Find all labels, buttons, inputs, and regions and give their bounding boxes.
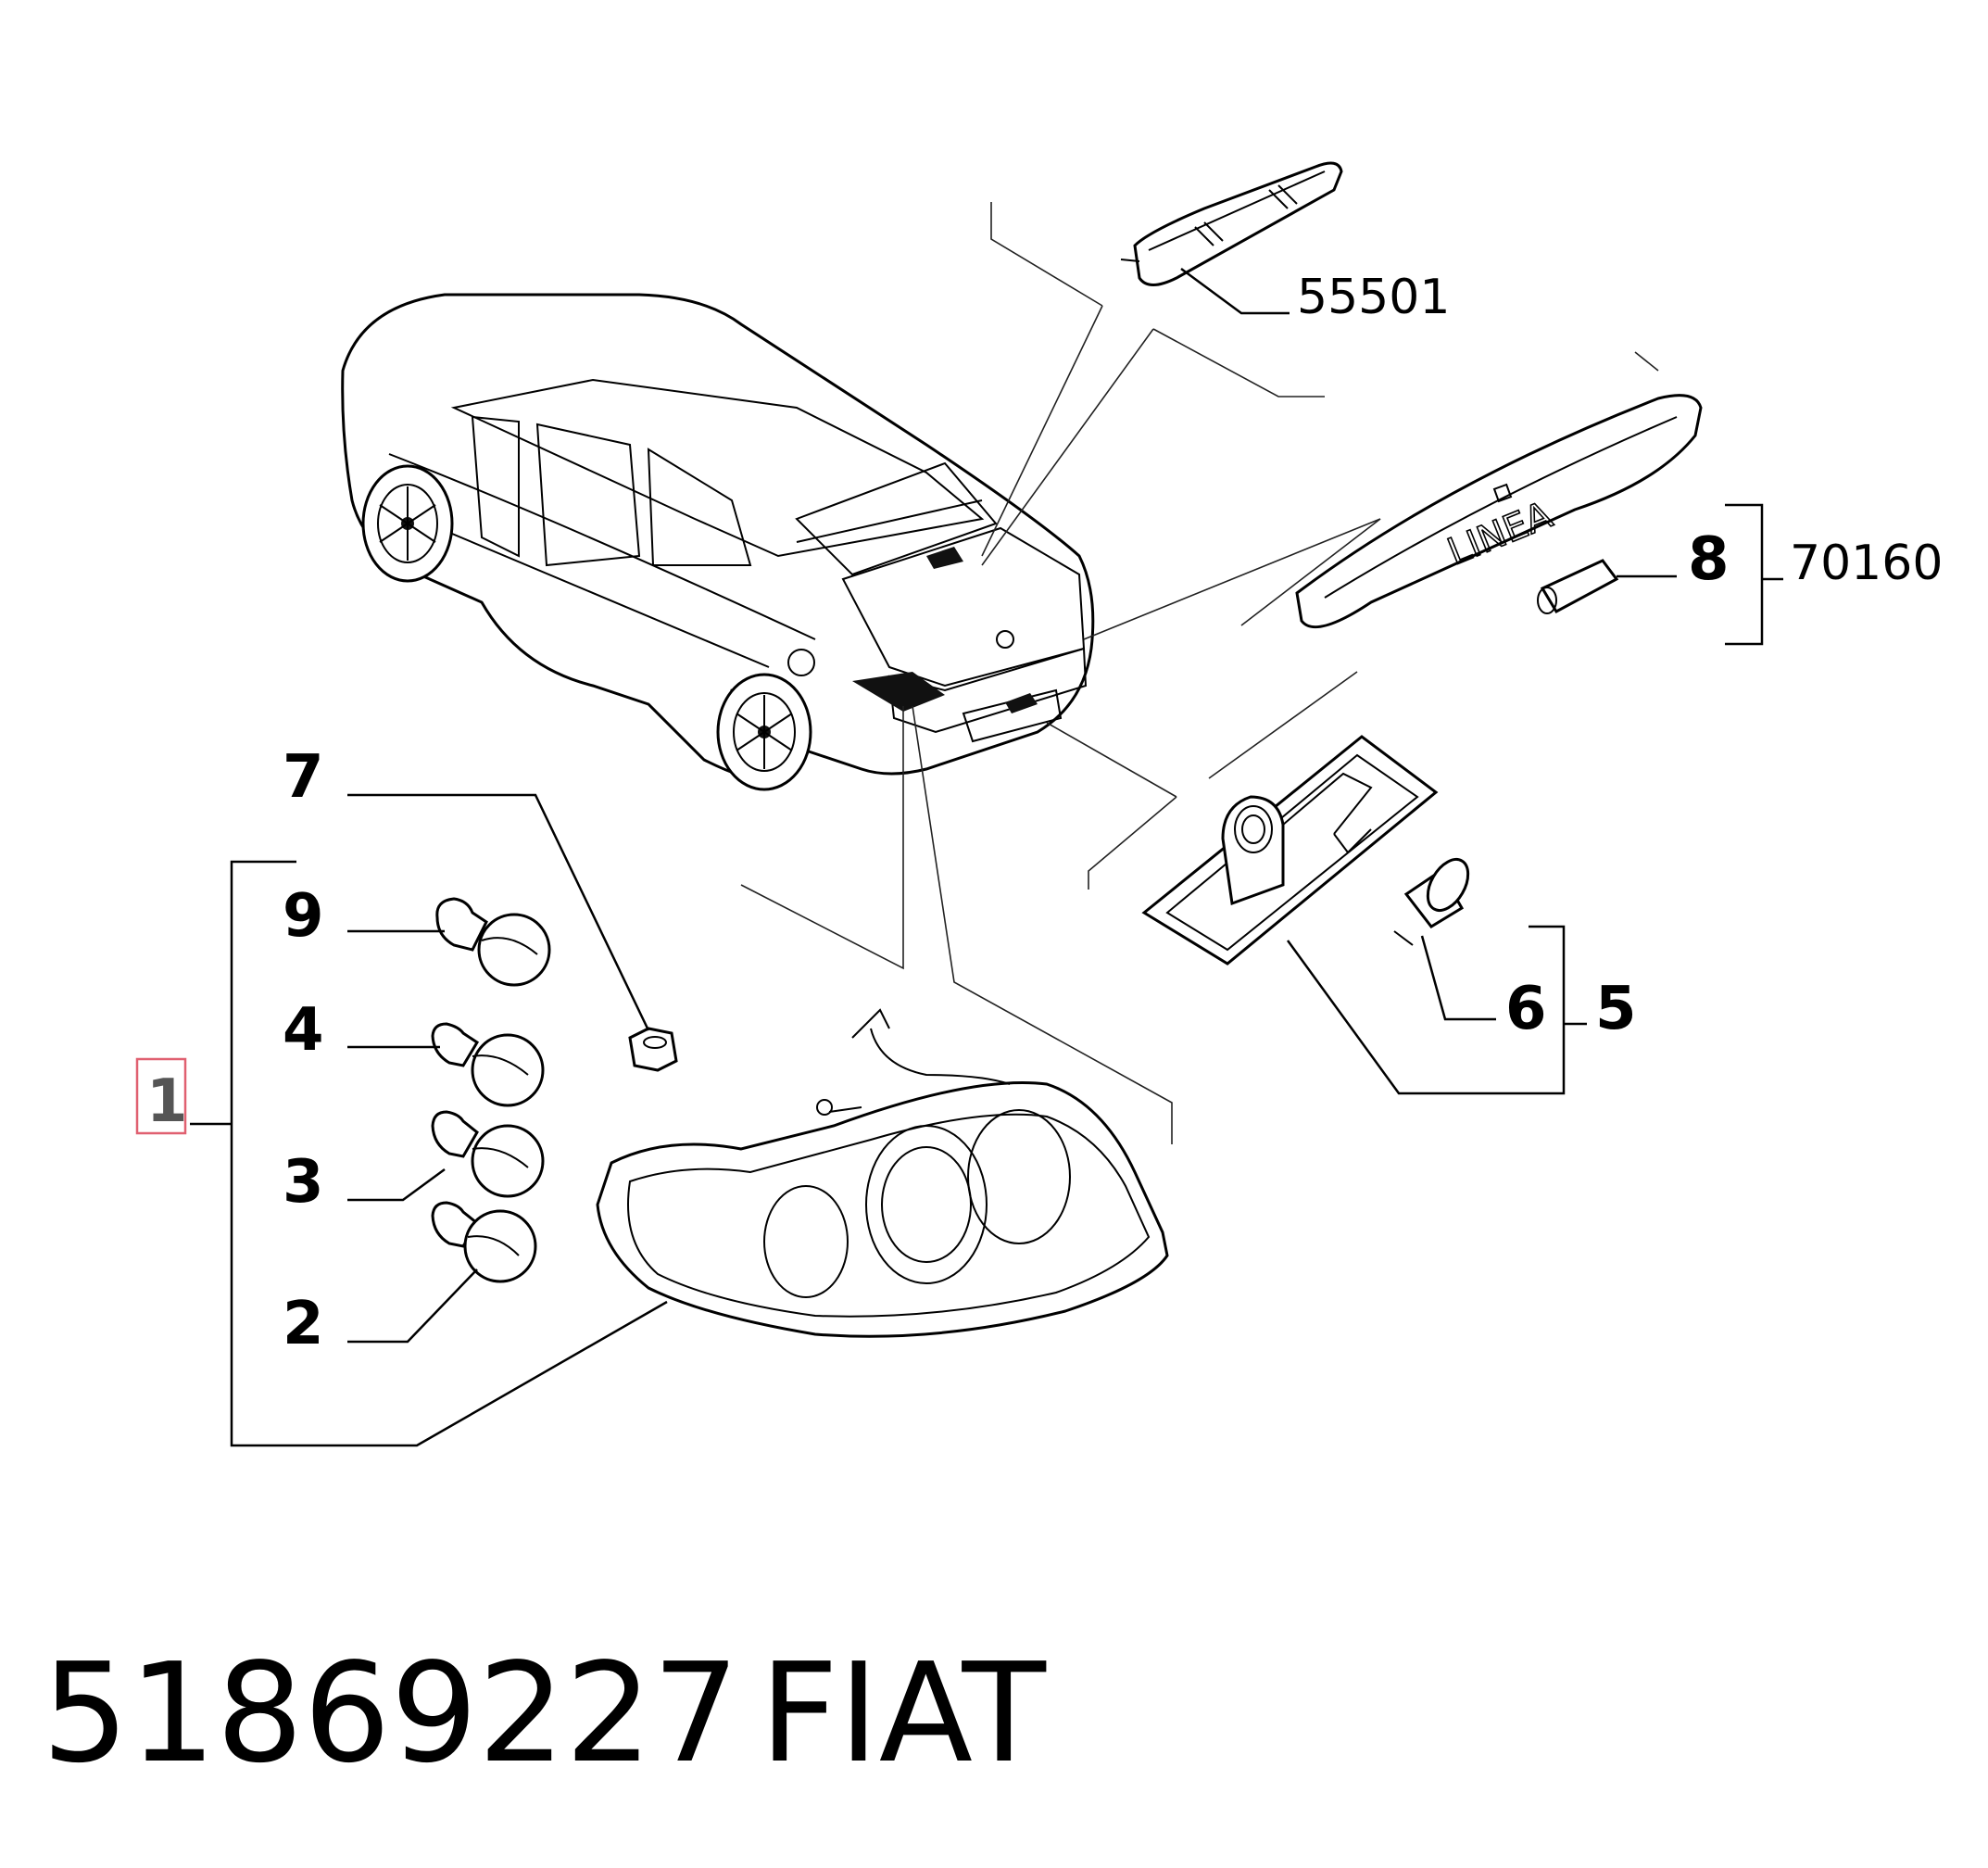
- callout-4: 4: [283, 996, 324, 1065]
- callout-5: 5: [1595, 975, 1637, 1043]
- tail-lamp-illustration: [596, 1008, 1169, 1338]
- callout-8: 8: [1688, 525, 1730, 594]
- license-plate-lamp-illustration: [1141, 735, 1439, 966]
- third-brake-light-illustration: [1120, 161, 1343, 286]
- wedge-bulb-6-illustration: [1393, 858, 1470, 946]
- callout-3: 3: [283, 1148, 324, 1217]
- callout-1: 1: [146, 1067, 188, 1136]
- callout-7: 7: [283, 743, 324, 812]
- nut-7-illustration: [628, 1027, 678, 1072]
- car-illustration: [341, 293, 1095, 791]
- festoon-bulb-8-illustration: [1537, 559, 1619, 614]
- callout-2: 2: [283, 1290, 324, 1358]
- part-number: 51869227: [42, 1634, 739, 1793]
- callout-55501: 55501: [1297, 270, 1450, 325]
- brand-name: FIAT: [760, 1634, 1047, 1793]
- trunk-trim-illustration: LINEA: [1295, 394, 1703, 629]
- bulb-4-illustration: [431, 1022, 545, 1107]
- bulb-3-illustration: [431, 1110, 545, 1198]
- callout-70160: 70160: [1790, 536, 1943, 591]
- bulb-2-illustration: [431, 1201, 537, 1283]
- callout-6: 6: [1505, 975, 1547, 1043]
- callout-1-highlight: [135, 1057, 187, 1135]
- bulb-9-illustration: [435, 897, 551, 987]
- callout-9: 9: [283, 882, 324, 951]
